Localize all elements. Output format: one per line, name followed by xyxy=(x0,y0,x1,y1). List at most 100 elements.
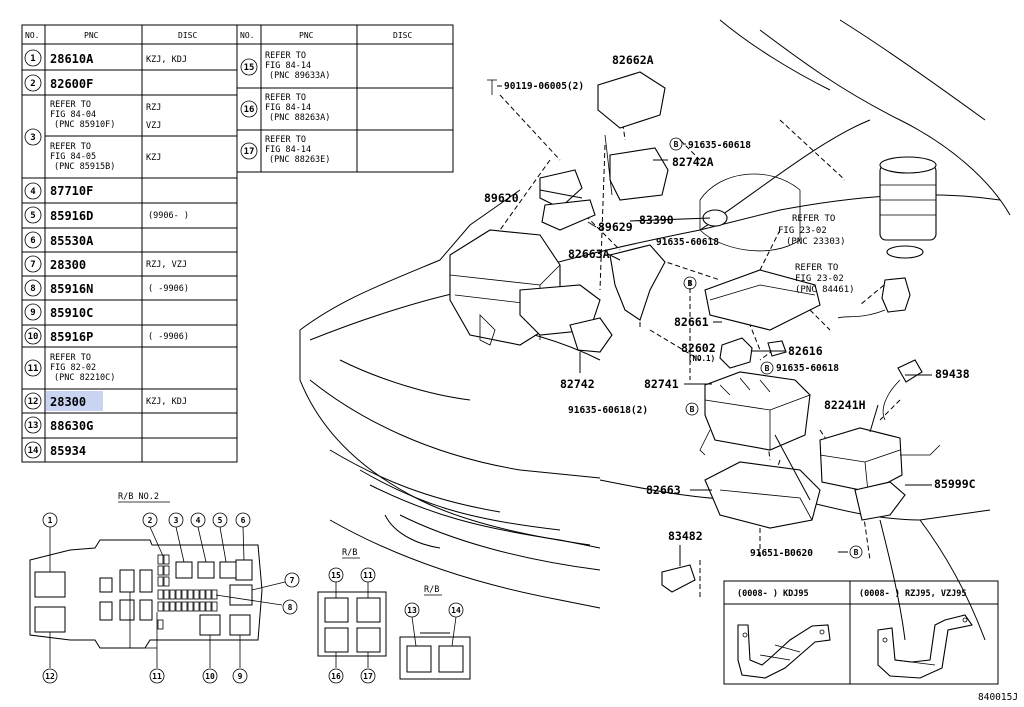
row-number: 14 xyxy=(28,446,39,456)
relay-position-number: 6 xyxy=(241,516,246,525)
bolt-marker-label: B xyxy=(765,364,770,373)
table-header-disc: DISC xyxy=(178,31,197,40)
parts-table: NO. PNC DISC NO. PNC DISC xyxy=(21,24,454,463)
bolt-marker-label: B xyxy=(690,405,695,414)
callout-91635-a: 91635-60618 xyxy=(688,140,751,151)
relay-position-number: 9 xyxy=(238,672,243,681)
callout-82663A: 82663A xyxy=(568,247,610,261)
pnc-cell: 28610A xyxy=(50,52,94,66)
disc-cell: KZJ xyxy=(146,153,161,163)
row-number: 11 xyxy=(28,364,39,374)
pnc-cell: 28300 xyxy=(50,258,86,272)
table-header-pnc-2: PNC xyxy=(299,31,314,40)
disc-cell: ( -9906) xyxy=(148,332,189,342)
row-number: 2 xyxy=(30,79,35,89)
inset-label-rzj95-vzj95: (0008- ) RZJ95, VZJ95 xyxy=(859,589,966,599)
table-header-pnc: PNC xyxy=(84,31,99,40)
relay-position-number: 10 xyxy=(205,672,215,681)
bracket-variant-inset: (0008- ) KDJ95 (0008- ) RZJ95, VZJ95 xyxy=(723,580,999,685)
callout-82616: 82616 xyxy=(788,344,823,358)
pnc-cell: REFER TO xyxy=(50,100,91,110)
pnc-cell: REFER TO xyxy=(265,93,306,103)
pnc-cell: FIG 84-04 xyxy=(50,110,96,120)
pnc-cell: (PNC 85915B) xyxy=(54,162,115,172)
callout-82241H: 82241H xyxy=(824,398,866,412)
callout-82602-sub: (NO.1) xyxy=(688,354,715,363)
callout-91635-c: 91635-60618 xyxy=(776,363,839,374)
row-number: 9 xyxy=(30,308,35,318)
disc-cell: KZJ, KDJ xyxy=(146,397,187,407)
disc-cell: RZJ xyxy=(146,103,161,113)
pnc-cell: 85530A xyxy=(50,234,94,248)
pnc-cell: (PNC 82210C) xyxy=(54,373,115,383)
row-number: 1 xyxy=(30,54,35,64)
callout-82602: 82602 xyxy=(681,341,716,355)
figure-code: 840015J xyxy=(978,692,1018,703)
relay-position-number: 17 xyxy=(363,672,373,681)
callout-labels: 82662A 90119-06005(2) 91635-60618 82742A… xyxy=(484,53,976,566)
callout-82663: 82663 xyxy=(646,483,681,497)
relay-position-number: 7 xyxy=(290,576,295,585)
relay-position-number: 11 xyxy=(152,672,162,681)
pnc-cell: 85910C xyxy=(50,306,93,320)
pnc-cell: (PNC 85910F) xyxy=(54,120,115,130)
row-number: 5 xyxy=(30,211,35,221)
engine-relay-box-assembly xyxy=(449,71,941,593)
table-header-no-2: NO. xyxy=(240,31,254,40)
disc-cell: KZJ, KDJ xyxy=(146,55,187,65)
pnc-cell: REFER TO xyxy=(50,353,91,363)
relay-box-b-schematic: R/B 13 14 xyxy=(399,585,471,680)
refer-note-line: FIG 23-02 xyxy=(795,274,844,284)
pnc-cell: 85916P xyxy=(50,330,93,344)
callout-89438: 89438 xyxy=(935,367,970,381)
pnc-cell: 85916D xyxy=(50,209,93,223)
pnc-cell: 85916N xyxy=(50,282,93,296)
callout-85999C: 85999C xyxy=(934,477,976,491)
row-number: 12 xyxy=(28,397,39,407)
pnc-cell: REFER TO xyxy=(265,135,306,145)
pnc-cell: 28300 xyxy=(50,395,86,409)
bolt-marker-label: B xyxy=(854,548,859,557)
relay-position-number: 12 xyxy=(45,672,55,681)
row-number: 7 xyxy=(30,260,35,270)
callout-82741: 82741 xyxy=(644,377,679,391)
pnc-cell: FIG 84-14 xyxy=(265,145,311,155)
disc-cell: VZJ xyxy=(146,121,161,131)
callout-82662A: 82662A xyxy=(612,53,654,67)
pnc-cell: (PNC 89633A) xyxy=(269,71,330,81)
relay-position-number: 13 xyxy=(407,606,417,615)
inset-label-kdj95: (0008- ) KDJ95 xyxy=(737,589,809,599)
pnc-cell: FIG 84-14 xyxy=(265,61,311,71)
row-number: 3 xyxy=(30,133,35,143)
callout-91635-b: 91635-60618 xyxy=(656,237,719,248)
disc-cell: (9906- ) xyxy=(148,211,189,221)
row-number: 6 xyxy=(30,236,35,246)
row-number: 4 xyxy=(30,187,36,197)
pnc-cell: FIG 84-05 xyxy=(50,152,96,162)
bolt-markers: B B B B B xyxy=(669,137,863,559)
refer-note-line: (PNC 23303) xyxy=(786,237,846,247)
pnc-cell: REFER TO xyxy=(265,51,306,61)
pnc-cell: (PNC 88263E) xyxy=(269,155,330,165)
row-number: 13 xyxy=(28,421,39,431)
relay-box-no2-schematic: R/B NO.2 xyxy=(29,492,300,684)
row-number: 16 xyxy=(244,105,255,115)
callout-82742A: 82742A xyxy=(672,155,714,169)
relay-position-number: 5 xyxy=(218,516,223,525)
pnc-cell: (PNC 88263A) xyxy=(269,113,330,123)
relay-position-number: 8 xyxy=(288,603,293,612)
disc-cell: RZJ, VZJ xyxy=(146,260,187,270)
row-highlight xyxy=(46,391,103,411)
relay-box-label: R/B NO.2 xyxy=(118,492,159,502)
pnc-cell: FIG 82-02 xyxy=(50,363,96,373)
table-header-disc-2: DISC xyxy=(393,31,412,40)
relay-position-number: 1 xyxy=(48,516,53,525)
refer-note-line: REFER TO xyxy=(792,214,835,224)
row-number: 10 xyxy=(28,332,39,342)
callout-91635-d: 91635-60618(2) xyxy=(568,405,648,416)
pnc-cell: FIG 84-14 xyxy=(265,103,311,113)
callout-83482: 83482 xyxy=(668,529,703,543)
refer-note-line: (PNC 84461) xyxy=(795,285,855,295)
relay-position-number: 2 xyxy=(148,516,153,525)
